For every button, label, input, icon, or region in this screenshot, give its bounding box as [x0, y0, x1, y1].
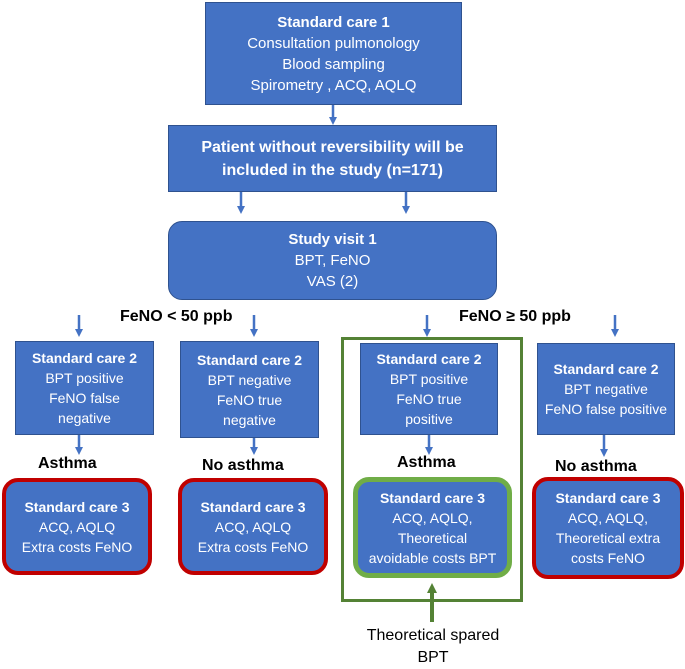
standard-care-3-line: ACQ, AQLQ	[38, 518, 116, 535]
standard-care-2-line: positive	[405, 411, 453, 427]
standard-care-3-title: Standard care 3	[379, 489, 486, 506]
standard-care-1-line: Blood sampling	[282, 55, 385, 73]
standard-care-2-line: FeNO false positive	[544, 401, 668, 417]
standard-care-2-box-1: Standard care 2 BPT positive FeNO false …	[15, 341, 154, 435]
standard-care-2-line: FeNO true	[396, 391, 462, 407]
standard-care-1-box: Standard care 1 Consultation pulmonology…	[205, 2, 462, 105]
standard-care-2-box-3: Standard care 2 BPT positive FeNO true p…	[360, 343, 498, 435]
outcome-label-3: Asthma	[397, 454, 456, 471]
standard-care-2-title: Standard care 2	[553, 361, 659, 377]
standard-care-3-title: Standard care 3	[200, 498, 306, 515]
standard-care-2-line: BPT negative	[207, 371, 292, 388]
outcome-label-2: No asthma	[202, 457, 284, 474]
standard-care-2-title: Standard care 2	[376, 351, 482, 367]
outcome-label-4: No asthma	[555, 458, 637, 475]
study-visit-line: BPT, FeNO	[294, 252, 371, 269]
standard-care-2-line: negative	[223, 411, 276, 428]
standard-care-3-line: ACQ, AQLQ,	[567, 510, 649, 526]
standard-care-1-line: Spirometry , ACQ, AQLQ	[250, 76, 417, 94]
standard-care-3-box-2: Standard care 3 ACQ, AQLQ Extra costs Fe…	[178, 478, 328, 575]
study-visit-title: Study visit 1	[288, 231, 377, 248]
outcome-label-1: Asthma	[38, 455, 97, 472]
standard-care-3-line: Extra costs FeNO	[197, 538, 309, 555]
standard-care-3-line: ACQ, AQLQ	[214, 518, 292, 535]
standard-care-2-box-2: Standard care 2 BPT negative FeNO true n…	[180, 341, 319, 438]
standard-care-2-box-4: Standard care 2 BPT negative FeNO false …	[537, 343, 675, 435]
standard-care-3-title: Standard care 3	[24, 498, 130, 515]
standard-care-3-box-4: Standard care 3 ACQ, AQLQ, Theoretical e…	[532, 477, 684, 579]
standard-care-2-line: BPT positive	[45, 370, 124, 386]
branch-label-low: FeNO < 50 ppb	[120, 308, 233, 325]
inclusion-box: Patient without reversibility will be in…	[168, 125, 497, 192]
standard-care-3-line: Theoretical	[397, 529, 468, 546]
standard-care-3-title: Standard care 3	[555, 490, 661, 506]
standard-care-3-box-1: Standard care 3 ACQ, AQLQ Extra costs Fe…	[2, 478, 152, 575]
standard-care-3-line: ACQ, AQLQ,	[392, 509, 473, 526]
standard-care-3-box-3: Standard care 3 ACQ, AQLQ, Theoretical a…	[353, 477, 512, 578]
standard-care-2-line: BPT positive	[389, 371, 469, 387]
branch-label-high: FeNO ≥ 50 ppb	[459, 308, 571, 325]
spared-bpt-note: Theoretical spared BPT	[350, 625, 516, 669]
standard-care-2-line: FeNO false	[49, 390, 120, 406]
spared-bpt-line: Theoretical spared	[366, 627, 500, 644]
standard-care-3-line: costs FeNO	[571, 550, 645, 566]
study-visit-box: Study visit 1 BPT, FeNO VAS (2)	[168, 221, 497, 300]
standard-care-3-line: Theoretical extra	[555, 530, 661, 546]
study-visit-line: VAS (2)	[306, 273, 359, 290]
spared-bpt-line: BPT	[417, 649, 449, 666]
standard-care-2-line: negative	[58, 410, 111, 426]
standard-care-2-line: BPT negative	[564, 381, 648, 397]
standard-care-2-title: Standard care 2	[31, 350, 138, 366]
standard-care-1-line: Consultation pulmonology	[247, 34, 420, 52]
standard-care-3-line: Extra costs FeNO	[21, 538, 133, 555]
standard-care-2-line: FeNO true	[216, 391, 283, 408]
standard-care-3-line: avoidable costs BPT	[368, 549, 497, 566]
highlight-frame	[341, 337, 523, 602]
inclusion-line: Patient without reversibility will be	[201, 138, 464, 156]
standard-care-1-title: Standard care 1	[277, 13, 390, 31]
inclusion-line: included in the study (n=171)	[222, 161, 443, 179]
standard-care-2-title: Standard care 2	[196, 351, 303, 368]
